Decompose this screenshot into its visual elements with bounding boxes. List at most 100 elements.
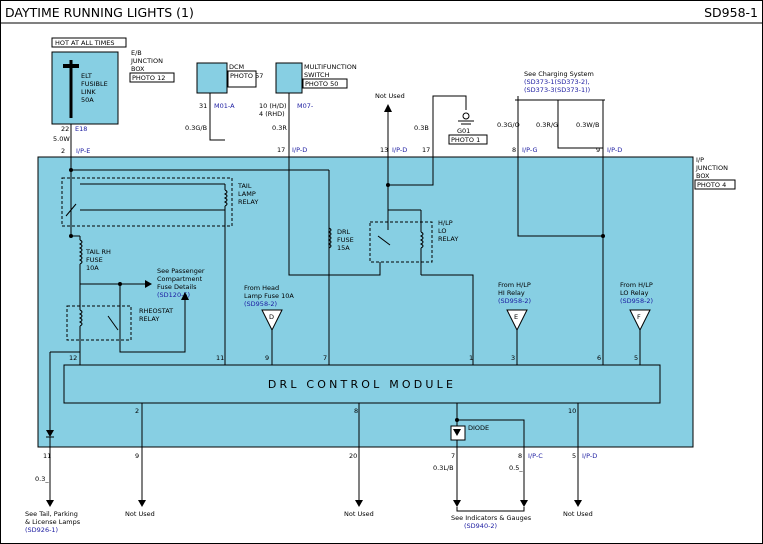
hlp-switch [377, 235, 391, 246]
not-used-arrow-1 [138, 500, 146, 507]
bottom-pin-7: 7 [451, 452, 455, 460]
from-lo-connector [629, 309, 651, 332]
tail-lamp-relay [61, 177, 233, 227]
top-wire-3: 0.3W/B [576, 121, 599, 129]
bottom-pin-20: 20 [349, 452, 357, 460]
from-hi-connector [506, 309, 528, 332]
eb-junction-label-3: BOX [131, 65, 145, 73]
dcm-wire: 0.3G/B [185, 124, 207, 132]
module-pin-9: 9 [265, 354, 269, 362]
tail-relay-coil [223, 189, 228, 207]
tail-relay-label-1: TAIL [237, 182, 252, 190]
module-pin-6: 6 [597, 354, 601, 362]
tail-fuse-label-2: FUSE [86, 256, 103, 264]
bottom-wire-8: 0.5_ [509, 464, 523, 472]
indicators-bracket [456, 507, 525, 512]
tail-parking-label-3: (SD926-1) [25, 526, 58, 534]
bottom-pin-8: 8 [518, 452, 522, 460]
tail-parking-label-2: & License Lamps [25, 518, 81, 526]
indicators-arrow-1 [453, 500, 461, 507]
module-bot-pin-10: 10 [568, 407, 576, 415]
module-pin-5: 5 [634, 354, 638, 362]
from-head-connector [261, 309, 283, 332]
hlp-coil [419, 231, 424, 249]
diagram-code: SD958-1 [704, 5, 758, 20]
drl-fuse-label-1: DRL [337, 228, 351, 236]
module-pin-7: 7 [323, 354, 327, 362]
module-bot-pin-8: 8 [354, 407, 358, 415]
eb-junction-label-1: E/B [131, 49, 142, 57]
ground-wire [432, 95, 467, 157]
indicators-label-1: See Indicators & Gauges [451, 514, 532, 522]
not-used-label-1: Not Used [125, 510, 155, 518]
fusible-link-label-2: FUSIBLE [81, 80, 108, 88]
mfs-label-1: MULTIFUNCTION [304, 63, 357, 71]
from-hi-label-1: From H/LP [498, 281, 531, 289]
from-hi-letter: E [514, 313, 518, 321]
eb-junction-label-2: JUNCTION [130, 57, 163, 65]
fusible-link-label-1: ELT [81, 72, 92, 80]
bottom-wire-7: 0.3L/B [433, 464, 454, 472]
hot-at-all-times-badge [51, 37, 127, 48]
drl-fuse-label-2: FUSE [337, 236, 354, 244]
hlp-top-wire [387, 157, 434, 186]
charging-wire-2 [557, 100, 603, 149]
top-conn-17: I/P-D [292, 146, 307, 154]
module-pin-3: 3 [511, 354, 515, 362]
bottom-pin-11: 11 [43, 452, 51, 460]
from-head-label-2: Lamp Fuse 10A [244, 292, 294, 300]
from-lo-letter: F [637, 313, 641, 321]
charging-label-2: (SD373-1(SD373-2), [524, 78, 590, 86]
bottom-pin-9: 9 [135, 452, 139, 460]
charging-label-1: See Charging System [524, 70, 594, 78]
drl-control-module [63, 364, 661, 404]
left-wire-5w: 5.0W [53, 135, 70, 143]
mfs-pin2: 4 (RHD) [259, 110, 285, 118]
ground-label: G01 [457, 127, 470, 135]
dcm-wire-line [209, 93, 225, 141]
module-pin-11: 11 [216, 354, 224, 362]
hot-at-all-times: HOT AT ALL TIMES [55, 39, 115, 47]
rheostat-coil [78, 309, 83, 327]
charging-int-1 [517, 157, 603, 237]
top-conn-13: I/P-D [392, 146, 407, 154]
dcm-box [196, 62, 228, 94]
rheostat-relay-label-2: RELAY [139, 315, 159, 323]
fusible-link-label-4: 50A [81, 96, 94, 104]
top-conn-9: I/P-D [607, 146, 622, 154]
ground-wire-spec: 0.3B [414, 124, 429, 132]
tail-fuse-label-3: 10A [86, 264, 99, 272]
from-head-label-1: From Head [244, 284, 279, 292]
pin1-wire [421, 274, 474, 365]
diagram-title: DAYTIME RUNNING LIGHTS (1) [5, 5, 194, 20]
mfs-pin: 10 (H/D) [259, 102, 287, 110]
module-bot-pin-2: 2 [135, 407, 139, 415]
mfs-box [275, 62, 303, 94]
ip-box-label-1: I/P [696, 156, 704, 164]
left-diode [46, 430, 54, 437]
mfs-conn: M07- [297, 102, 314, 110]
passenger-label-4: (SD120-5) [157, 291, 190, 299]
passenger-label-2: Compartment [157, 275, 203, 283]
charging-label-3: (SD373-3(SD373-1)) [524, 86, 590, 94]
top-pin-13: 13 [380, 146, 388, 154]
hlp-relay-label-1: H/LP [438, 219, 453, 227]
passenger-label-1: See Passenger [157, 267, 205, 275]
mfs-photo-badge [302, 78, 348, 89]
module-pin-12: 12 [69, 354, 77, 362]
from-head-label-3: (SD958-2) [244, 300, 277, 308]
module-pin-1: 1 [469, 354, 473, 362]
from-lo-label-1: From H/LP [620, 281, 653, 289]
drl-fuse-label-3: 15A [337, 244, 350, 252]
not-used-arrow-2 [355, 500, 363, 507]
hlp-lo-relay [369, 221, 433, 263]
not-used-label-2: Not Used [344, 510, 374, 518]
tail-parking-arrow [46, 500, 54, 507]
top-pin-8: 8 [512, 146, 516, 154]
dcm-photo: PHOTO 57 [230, 72, 263, 80]
rheostat-arrow [181, 292, 189, 300]
ground-terminal [462, 112, 470, 120]
top-conn-2: I/P-E [76, 147, 90, 155]
eb-junction-photo: PHOTO 12 [132, 74, 165, 82]
